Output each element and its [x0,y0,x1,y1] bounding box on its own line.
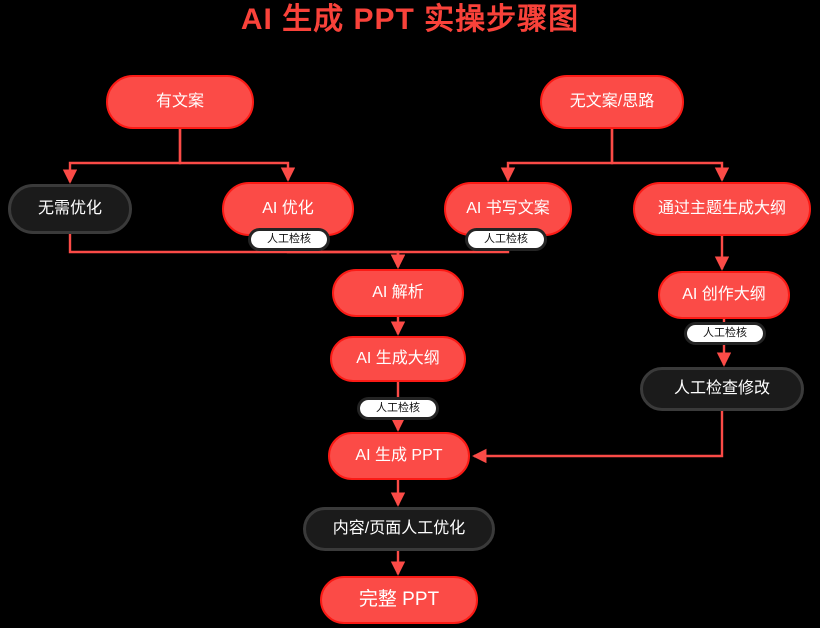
node-review-1[interactable]: 人工检核 [248,228,330,251]
node-label: 人工检核 [376,402,420,415]
node-ai-create-outline[interactable]: AI 创作大纲 [658,271,790,319]
node-label: AI 解析 [372,283,424,301]
node-label: AI 创作大纲 [682,285,766,303]
node-label: 无文案/思路 [569,92,655,110]
node-label: 无需优化 [37,199,102,217]
page-title: AI 生成 PPT 实操步骤图 [240,3,580,36]
node-label: AI 生成 PPT [355,446,443,464]
node-final-ppt[interactable]: 完整 PPT [320,576,478,624]
node-ai-gen-ppt[interactable]: AI 生成 PPT [328,432,470,480]
node-label: 人工检查修改 [673,379,770,397]
node-no-copy[interactable]: 无文案/思路 [540,75,684,129]
node-no-optimize[interactable]: 无需优化 [8,184,132,234]
node-ai-gen-outline[interactable]: AI 生成大纲 [330,336,466,382]
node-manual-check-edit[interactable]: 人工检查修改 [640,367,804,411]
node-label: 有文案 [155,92,204,110]
node-review-3[interactable]: 人工检核 [684,322,766,345]
node-ai-optimize[interactable]: AI 优化 [222,182,354,236]
node-review-4[interactable]: 人工检核 [357,397,439,420]
node-label: 人工检核 [484,233,528,246]
node-manual-optimize[interactable]: 内容/页面人工优化 [303,507,495,551]
node-label: 人工检核 [267,233,311,246]
node-ai-write-copy[interactable]: AI 书写文案 [444,182,572,236]
node-label: AI 书写文案 [466,199,550,217]
node-outline-from-topic[interactable]: 通过主题生成大纲 [633,182,811,236]
node-ai-parse[interactable]: AI 解析 [332,269,464,317]
node-label: 通过主题生成大纲 [657,199,786,217]
node-label: AI 优化 [262,199,314,217]
node-review-2[interactable]: 人工检核 [465,228,547,251]
node-label: 完整 PPT [358,589,440,611]
node-label: 人工检核 [703,327,747,340]
node-has-copy[interactable]: 有文案 [106,75,254,129]
node-label: 内容/页面人工优化 [332,519,466,537]
node-label: AI 生成大纲 [356,349,440,367]
